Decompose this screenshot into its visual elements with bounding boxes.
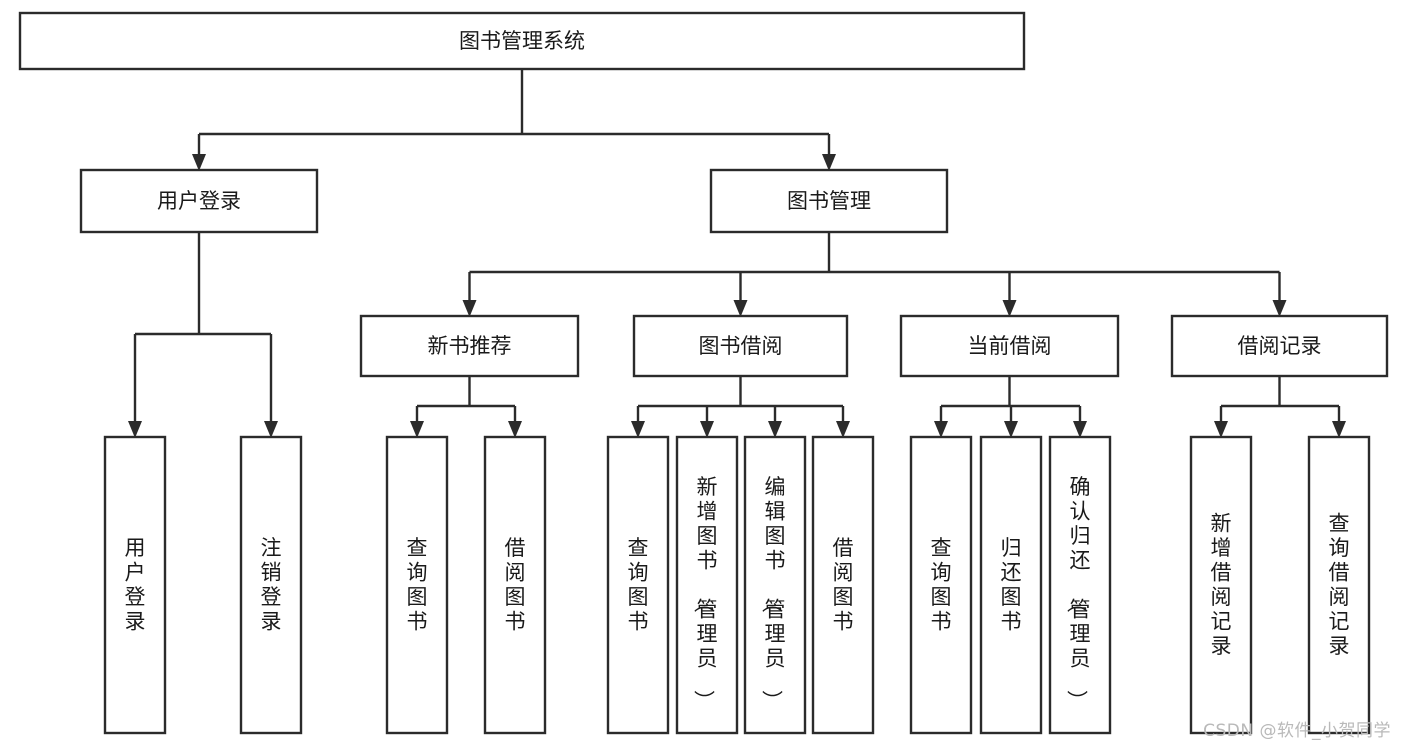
node-user-login[interactable]: 用户登录 (79, 168, 319, 234)
node-box (909, 435, 973, 735)
node-label: 编辑图书（管理员） (760, 475, 786, 711)
edge-group-book_borrow (631, 376, 850, 438)
node-label: 新增借阅记录 (1211, 512, 1232, 659)
node-box (979, 435, 1043, 735)
node-box (743, 435, 807, 735)
node-box (1307, 435, 1371, 735)
node-layer: 图书管理系统用户登录图书管理新书推荐图书借阅当前借阅借阅记录用户登录注销登录查询… (18, 11, 1389, 735)
node-box (239, 435, 303, 735)
node-label: 借阅记录 (1238, 334, 1322, 358)
node-box (1048, 435, 1112, 735)
edge-group-book_manage (462, 232, 1287, 317)
node-borrow-record[interactable]: 借阅记录 (1170, 314, 1389, 378)
node-label: 新增图书（管理员） (692, 475, 718, 711)
node-leaf-confirm-return[interactable]: 确认归还（管理员） (1048, 435, 1112, 735)
edge-group-current_borrow (934, 376, 1087, 438)
node-box (1189, 435, 1253, 735)
node-root[interactable]: 图书管理系统 (18, 11, 1026, 71)
node-leaf-query-book-2[interactable]: 查询图书 (606, 435, 670, 735)
node-box (385, 435, 449, 735)
node-box (709, 168, 949, 234)
node-box (79, 168, 319, 234)
node-leaf-borrow-book-2[interactable]: 借阅图书 (811, 435, 875, 735)
node-box (1170, 314, 1389, 378)
node-label: 注销登录 (261, 536, 282, 634)
node-label: 用户登录 (125, 536, 146, 634)
node-leaf-add-record[interactable]: 新增借阅记录 (1189, 435, 1253, 735)
edge-group-root (192, 69, 836, 171)
node-label: 查询借阅记录 (1329, 512, 1350, 659)
node-leaf-logout[interactable]: 注销登录 (239, 435, 303, 735)
node-current-borrow[interactable]: 当前借阅 (899, 314, 1120, 378)
node-box (18, 11, 1026, 71)
node-label: 新书推荐 (428, 334, 512, 358)
node-box (103, 435, 167, 735)
node-leaf-return-book[interactable]: 归还图书 (979, 435, 1043, 735)
node-box (632, 314, 849, 378)
node-label: 用户登录 (157, 189, 241, 213)
node-label: 图书管理系统 (459, 29, 585, 53)
node-leaf-user-login[interactable]: 用户登录 (103, 435, 167, 735)
node-leaf-query-book-1[interactable]: 查询图书 (385, 435, 449, 735)
edge-group-user_login (128, 232, 278, 438)
node-label: 确认归还（管理员） (1065, 475, 1091, 711)
node-box (359, 314, 580, 378)
node-book-manage[interactable]: 图书管理 (709, 168, 949, 234)
node-label: 归还图书 (1001, 536, 1022, 634)
node-label: 借阅图书 (505, 536, 526, 634)
node-label: 查询图书 (407, 536, 428, 634)
node-leaf-edit-book[interactable]: 编辑图书（管理员） (743, 435, 807, 735)
node-book-borrow[interactable]: 图书借阅 (632, 314, 849, 378)
node-leaf-query-book-3[interactable]: 查询图书 (909, 435, 973, 735)
node-box (606, 435, 670, 735)
node-leaf-query-record[interactable]: 查询借阅记录 (1307, 435, 1371, 735)
node-label: 查询图书 (931, 536, 952, 634)
node-box (483, 435, 547, 735)
edge-layer (128, 69, 1346, 438)
node-label: 图书管理 (787, 189, 871, 213)
node-label: 查询图书 (628, 536, 649, 634)
node-leaf-add-book[interactable]: 新增图书（管理员） (675, 435, 739, 735)
node-label: 图书借阅 (699, 334, 783, 358)
edge-group-borrow_record (1214, 376, 1346, 438)
node-new-book-rec[interactable]: 新书推荐 (359, 314, 580, 378)
edge-group-new_book_rec (410, 376, 522, 438)
node-box (811, 435, 875, 735)
node-box (675, 435, 739, 735)
node-label: 借阅图书 (833, 536, 854, 634)
node-leaf-borrow-book-1[interactable]: 借阅图书 (483, 435, 547, 735)
node-box (899, 314, 1120, 378)
node-label: 当前借阅 (968, 334, 1052, 358)
